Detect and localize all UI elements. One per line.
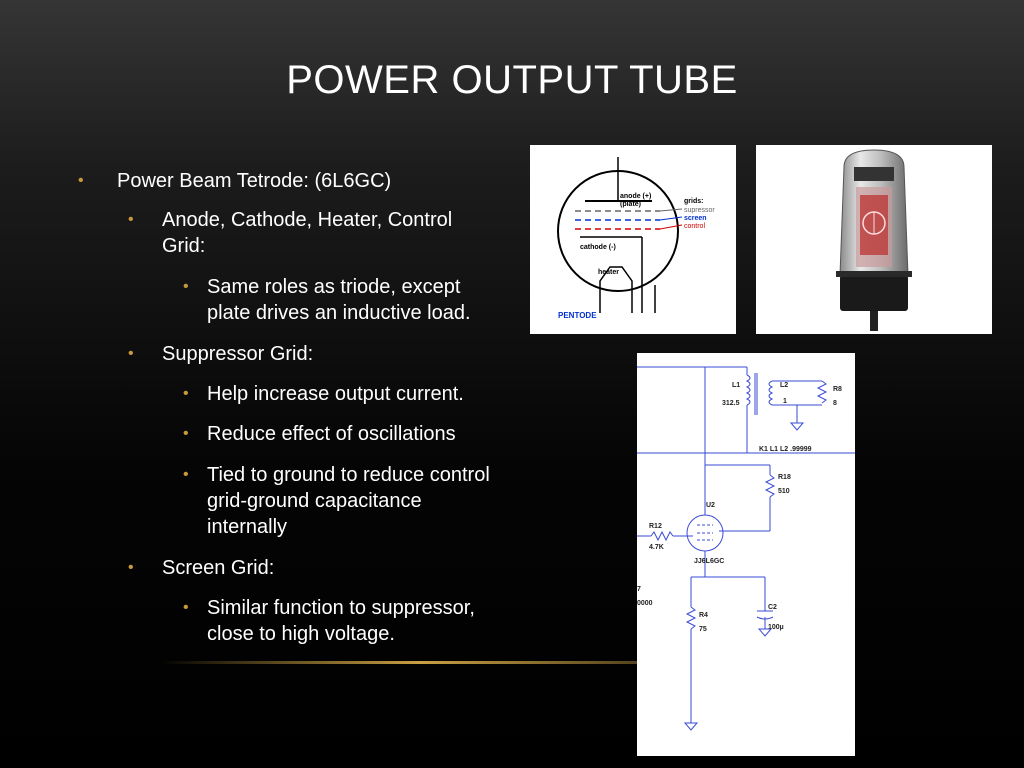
bullet-text: Grid: [162, 235, 206, 257]
r8-value: 8 [833, 400, 837, 407]
screen-label: screen [684, 215, 707, 222]
r4-label: R4 [699, 612, 708, 619]
plate-label: (plate) [620, 201, 641, 208]
bullet-text: Same roles as triode, except [207, 276, 461, 298]
bullet-text: Tied to ground to reduce control [207, 464, 490, 486]
bullet-text: Power Beam Tetrode: (6L6GC) [117, 170, 392, 192]
l1-value: 312.5 [722, 400, 740, 407]
left-label-7: 7 [637, 586, 641, 593]
k1-label: K1 L1 L2 .99999 [759, 446, 812, 453]
bullet-text: Suppressor Grid: [162, 343, 314, 365]
bullet-dot: • [183, 466, 189, 483]
bullet-dot: • [183, 425, 189, 442]
vacuum-tube-image [836, 149, 912, 331]
c2-label: C2 [768, 604, 777, 611]
r12-value: 4.7K [649, 544, 664, 551]
l2-label: L2 [780, 382, 788, 389]
bullet-dot: • [183, 385, 189, 402]
bullet-dot: • [183, 278, 189, 295]
r8-label: R8 [833, 386, 842, 393]
pentode-diagram: anode (+) (plate) grids: supressor scree… [530, 145, 736, 334]
anode-label: anode (+) [620, 193, 651, 200]
r4-value: 75 [699, 626, 707, 633]
tube-label: JJ6L6GC [694, 558, 724, 565]
tube-photo [756, 145, 992, 334]
bullet-text: grid-ground capacitance [207, 490, 422, 512]
bullet-text: internally [207, 516, 288, 538]
bullet-text: Screen Grid: [162, 557, 275, 579]
bullet-text: close to high voltage. [207, 623, 395, 645]
suppressor-label: supressor [684, 207, 715, 214]
control-label: control [684, 223, 705, 230]
l1-label: L1 [732, 382, 740, 389]
slide-title: POWER OUTPUT TUBE [286, 58, 738, 102]
circuit-schematic: L1 312.5 L2 1 R8 8 K1 L1 L2 .99999 R18 5… [637, 353, 855, 756]
bullet-dot: • [78, 172, 84, 189]
bullet-text: Help increase output current. [207, 383, 464, 405]
pentode-caption: PENTODE [558, 311, 597, 320]
divider-rule [160, 661, 680, 664]
bullet-text: Reduce effect of oscillations [207, 423, 456, 445]
bullet-text: plate drives an inductive load. [207, 302, 471, 324]
r18-label: R18 [778, 474, 791, 481]
grids-label: grids: [684, 198, 703, 205]
bullet-dot: • [128, 559, 134, 576]
cathode-label: cathode (-) [580, 244, 616, 251]
l2-value: 1 [783, 398, 787, 405]
r18-value: 510 [778, 488, 790, 495]
heater-label: heater [598, 269, 619, 276]
bullet-dot: • [183, 599, 189, 616]
schematic-drawing: L1 312.5 L2 1 R8 8 K1 L1 L2 .99999 R18 5… [637, 366, 855, 731]
pentode-symbol: anode (+) (plate) grids: supressor scree… [557, 157, 715, 320]
left-label-0000: 0000 [637, 600, 653, 607]
r12-label: R12 [649, 523, 662, 530]
u2-label: U2 [706, 502, 715, 509]
bullet-dot: • [128, 211, 134, 228]
bullet-dot: • [128, 345, 134, 362]
bullet-text: Anode, Cathode, Heater, Control [162, 209, 453, 231]
bullet-text: Similar function to suppressor, [207, 597, 475, 619]
c2-value: 100µ [768, 624, 784, 631]
